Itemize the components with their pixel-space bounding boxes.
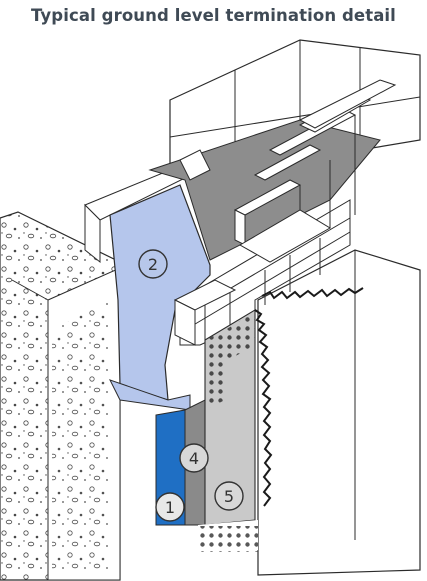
svg-text:5: 5 [224,487,234,506]
light-blue-membrane [109,184,211,411]
diagram-title: Typical ground level termination detail [31,6,396,25]
cavity-drainage-board [198,309,258,555]
bitumen-edge-fringe [254,287,364,507]
callout-4: 4 [179,443,209,473]
callout-5: 5 [214,481,244,511]
callout-2: 2 [138,249,168,279]
brick-wall [173,79,397,346]
concrete-wall-block [257,249,421,576]
svg-text:2: 2 [148,255,158,274]
callout-1: 1 [155,492,185,522]
svg-text:4: 4 [189,449,199,468]
svg-text:1: 1 [165,498,175,517]
ground-soil-section [0,211,121,581]
